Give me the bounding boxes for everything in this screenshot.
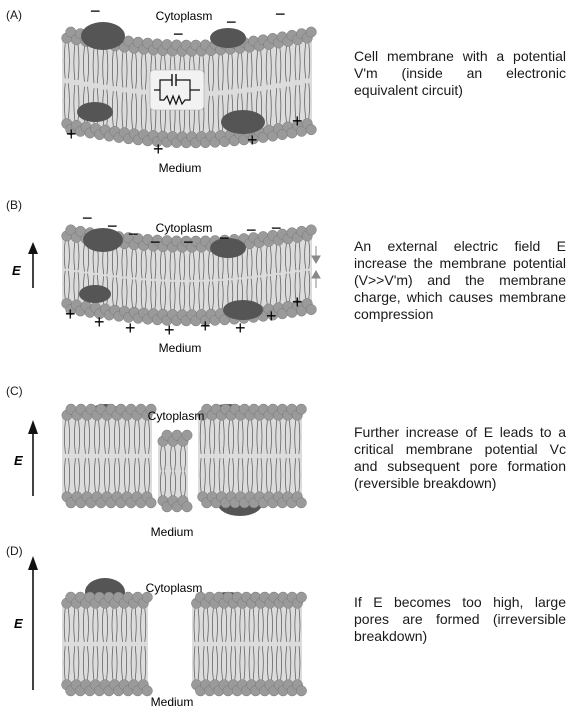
panel-description: Cell membrane with a potential V'm (insi…: [354, 48, 566, 99]
lipid-head: [296, 592, 306, 602]
medium-label: Medium: [151, 525, 194, 539]
membrane-illustration: E Cytoplasm Medium: [0, 376, 350, 546]
minus-sign: −: [271, 218, 282, 238]
lipid-head: [306, 225, 316, 235]
hydrophobic-core: [62, 603, 148, 685]
lipid-head: [182, 502, 192, 512]
compression-arrows-icon: [312, 246, 320, 288]
field-arrow-icon: [28, 556, 38, 690]
membrane-bilayer: [191, 592, 306, 696]
minus-sign: −: [173, 24, 184, 44]
membrane-bilayer: [62, 404, 156, 508]
minus-sign: −: [128, 224, 139, 244]
field-arrow-icon: [28, 242, 38, 288]
minus-sign: −: [150, 232, 161, 252]
membrane-bilayer: [158, 430, 192, 512]
field-label: E: [14, 616, 23, 631]
membrane-illustration: Cytoplasm Medium − − − − + + + +: [0, 0, 350, 180]
plus-sign: +: [65, 304, 76, 324]
minus-sign: −: [107, 216, 118, 236]
medium-label: Medium: [159, 161, 202, 175]
minus-sign: −: [219, 228, 230, 248]
membrane-bilayer: [62, 592, 153, 696]
plus-sign: +: [94, 312, 105, 332]
lipid-head: [306, 304, 316, 314]
minus-sign: −: [183, 232, 194, 252]
lipid-head: [296, 686, 306, 696]
panel-b: (B) E Cytoplasm Medium − − − − − − − −: [0, 190, 569, 370]
minus-sign: −: [275, 4, 286, 24]
panel-description: If E becomes too high, large pores are f…: [354, 594, 566, 645]
lipid-head: [306, 27, 316, 37]
lipid-head: [296, 404, 306, 414]
medium-label: Medium: [151, 695, 194, 709]
minus-sign: −: [246, 220, 257, 240]
plus-sign: +: [125, 318, 136, 338]
plus-sign: +: [153, 139, 164, 159]
lipid-head: [306, 124, 316, 134]
membrane-illustration: E Cytoplasm Medium − − − − − − − − + + +…: [0, 190, 350, 370]
plus-sign: +: [292, 111, 303, 131]
panel-description: An external electric field E increase th…: [354, 238, 566, 323]
plus-sign: +: [164, 320, 175, 340]
field-arrow-icon: [28, 420, 38, 496]
field-label: E: [12, 263, 21, 278]
panel-description: Further increase of E leads to a critica…: [354, 424, 566, 492]
panel-d: (D) E Cytoplasm Medium If E becomes too …: [0, 540, 569, 714]
plus-sign: +: [66, 124, 77, 144]
hydrophobic-core: [158, 441, 188, 501]
minus-sign: −: [226, 12, 237, 32]
cytoplasm-label: Cytoplasm: [146, 581, 203, 595]
cytoplasm-label: Cytoplasm: [148, 409, 205, 423]
plus-sign: +: [235, 318, 246, 338]
cytoplasm-label: Cytoplasm: [156, 9, 213, 23]
field-label: E: [14, 453, 23, 468]
hydrophobic-core: [192, 603, 302, 685]
minus-sign: −: [82, 208, 93, 228]
plus-sign: +: [266, 306, 277, 326]
membrane-illustration: E Cytoplasm Medium: [0, 540, 350, 714]
plus-sign: +: [200, 316, 211, 336]
panel-a: (A) Cytoplasm Medium − − − − + + + + Cel…: [0, 0, 569, 180]
lipid-head: [182, 430, 192, 440]
panel-c: (C) E Cytoplasm Medium Further increase …: [0, 376, 569, 546]
lipid-head: [296, 498, 306, 508]
hydrophobic-core: [198, 415, 302, 497]
membrane-bilayer: [198, 404, 307, 508]
plus-sign: +: [292, 292, 303, 312]
lipid-head: [146, 498, 156, 508]
plus-sign: +: [247, 130, 258, 150]
circuit-icon: [150, 70, 204, 110]
minus-sign: −: [90, 1, 101, 21]
hydrophobic-core: [62, 415, 152, 497]
medium-label: Medium: [159, 341, 202, 355]
